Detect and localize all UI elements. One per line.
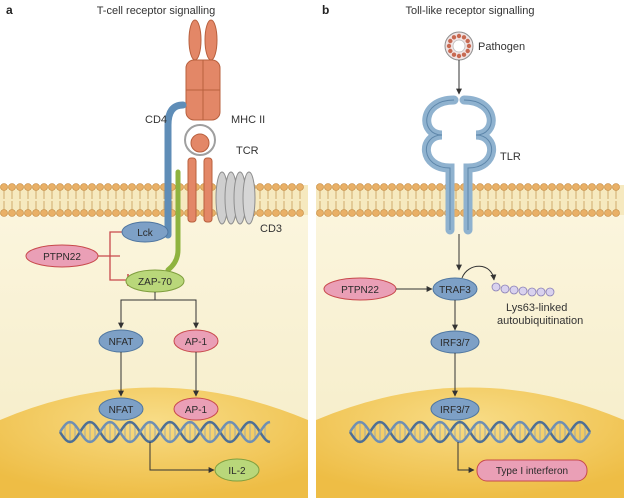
ubiquitination-label-line2: autoubiquitination (497, 315, 583, 327)
ptpn22-label-b: PTPN22 (341, 285, 379, 296)
panel-title-a: T-cell receptor signalling (97, 5, 216, 17)
type1-ifn-label: Type I interferon (496, 466, 568, 477)
cd4-label: CD4 (145, 114, 167, 126)
panel-letter-b: b (322, 3, 329, 17)
panel-a: a T-cell receptor signalling CD4 (0, 0, 308, 498)
ap1-cyto-node: AP-1 (173, 329, 219, 353)
panel-divider (308, 0, 316, 498)
tcr-zeta-chain (165, 169, 181, 273)
il2-label: IL-2 (228, 466, 246, 477)
tlr-receptor (422, 95, 496, 235)
type1-ifn-node: Type I interferon (476, 459, 588, 482)
tcr-complex (184, 124, 216, 223)
ubiquitination-label-line1: Lys63-linked (506, 302, 567, 314)
autoubiquitination-arrow (461, 265, 497, 281)
irf37-nuc-label: IRF3/7 (440, 405, 470, 416)
cd3-complex (215, 171, 256, 225)
ap1-cyto-label: AP-1 (185, 337, 208, 348)
pathogen-icon (444, 31, 474, 61)
panel-letter-a: a (6, 3, 13, 17)
nfat-nuc-label: NFAT (109, 405, 134, 416)
nucleus (0, 387, 308, 498)
panel-b: b Toll-like receptor signalling Pathogen… (316, 0, 624, 498)
nfat-cyto-node: NFAT (98, 329, 144, 353)
irf37-nuc-node: IRF3/7 (430, 397, 480, 421)
zap70-label: ZAP-70 (138, 277, 172, 288)
traf3-node: TRAF3 (432, 277, 478, 301)
tlr-label: TLR (500, 151, 521, 163)
zap70-node: ZAP-70 (125, 269, 185, 293)
ptpn22-label-a: PTPN22 (43, 252, 81, 263)
ap1-nuc-label: AP-1 (185, 405, 208, 416)
ptpn22-node-b: PTPN22 (323, 277, 397, 301)
ap1-nuc-node: AP-1 (173, 397, 219, 421)
mhc-ii-label: MHC II (231, 114, 265, 126)
traf3-label: TRAF3 (439, 285, 471, 296)
dna-helix-b (348, 420, 592, 444)
ptpn22-node-a: PTPN22 (25, 244, 99, 268)
irf37-cyto-node: IRF3/7 (430, 330, 480, 354)
lck-label: Lck (137, 228, 154, 239)
dna-helix-a (58, 420, 271, 444)
ubiquitin-chain (491, 282, 555, 297)
pathogen-label: Pathogen (478, 41, 525, 53)
irf37-cyto-label: IRF3/7 (440, 338, 470, 349)
mhc-ii-complex (185, 19, 221, 121)
cd4-molecule (164, 101, 187, 239)
cd3-label: CD3 (260, 223, 282, 235)
panel-title-b: Toll-like receptor signalling (405, 5, 534, 17)
extracellular-space (0, 0, 308, 185)
lck-node: Lck (121, 221, 169, 243)
cell-membrane (0, 183, 308, 217)
tcr-label: TCR (236, 145, 259, 157)
nfat-nuc-node: NFAT (98, 397, 144, 421)
nfat-cyto-label: NFAT (109, 337, 134, 348)
il2-node: IL-2 (214, 458, 260, 482)
